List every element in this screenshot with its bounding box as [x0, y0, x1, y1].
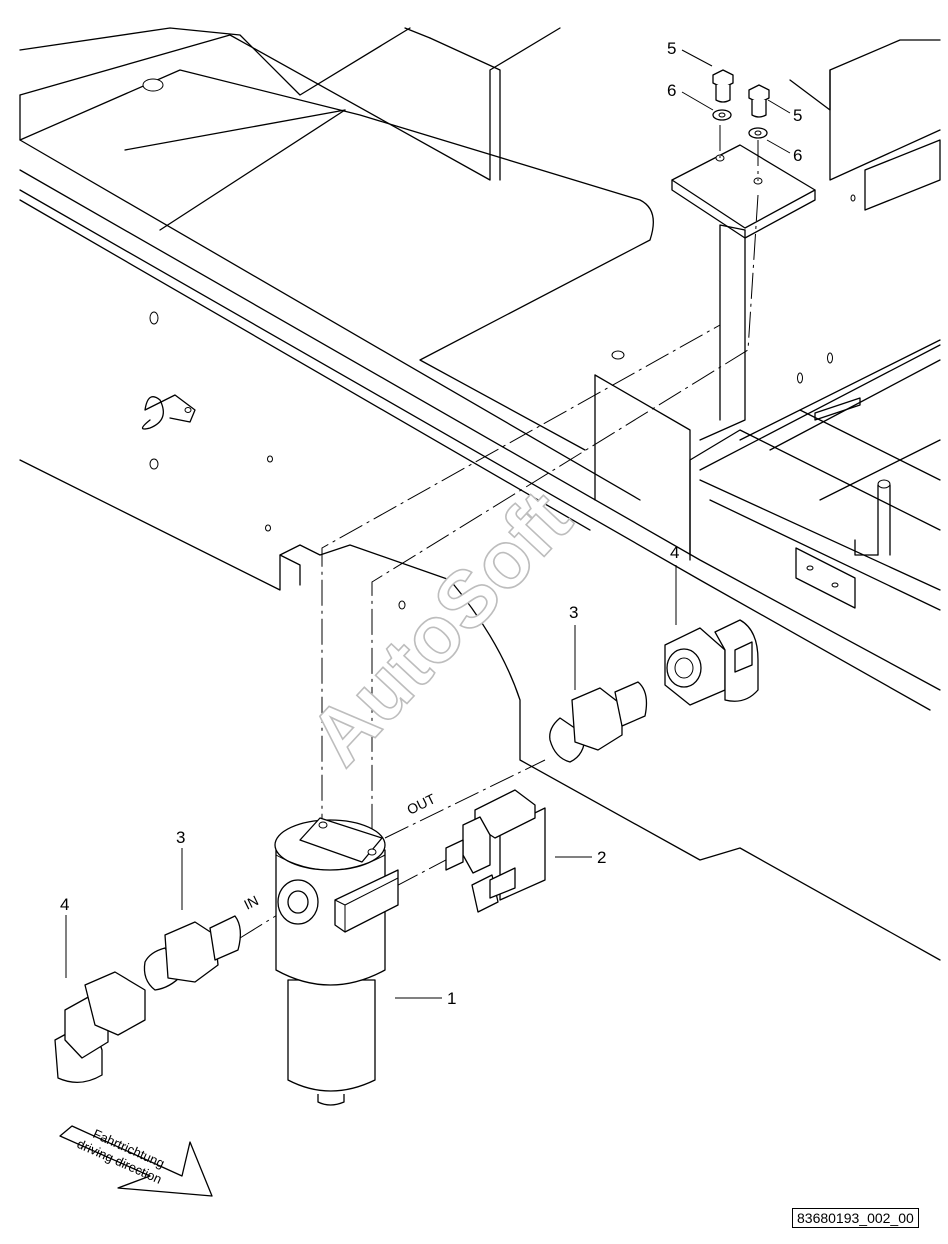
watermark: AutoSoft [292, 474, 587, 782]
washer-6-right [748, 127, 768, 139]
mounting-bracket [671, 144, 816, 239]
callout-6-left: 6 [667, 81, 676, 100]
callout-leaders [65, 49, 791, 999]
callout-3-left: 3 [176, 828, 185, 847]
union-3-left [143, 915, 242, 991]
callout-6-right: 6 [793, 146, 802, 165]
bolt-5-left [712, 69, 734, 103]
sensor-2 [445, 789, 546, 913]
callout-5-right: 5 [793, 106, 802, 125]
callout-4-right: 4 [670, 543, 679, 562]
flow-label-out: OUT [404, 790, 438, 818]
drawing-number: 83680193_002_00 [792, 1208, 919, 1228]
elbow-4-left [54, 971, 146, 1083]
callout-1: 1 [447, 989, 456, 1008]
flow-label-in: IN [241, 892, 261, 913]
callout-2: 2 [597, 848, 606, 867]
callout-3-right: 3 [569, 603, 578, 622]
chassis-frame [19, 27, 941, 961]
hydraulic-filter [274, 817, 399, 1106]
union-3-right [549, 681, 648, 763]
callout-4-left: 4 [60, 895, 69, 914]
elbow-4-right [664, 619, 759, 706]
callout-5-left: 5 [667, 39, 676, 58]
washer-6-left [712, 109, 732, 121]
bolt-5-right [748, 84, 770, 118]
driving-direction-arrow: Fahrtrichtung driving direction [59, 1125, 213, 1197]
